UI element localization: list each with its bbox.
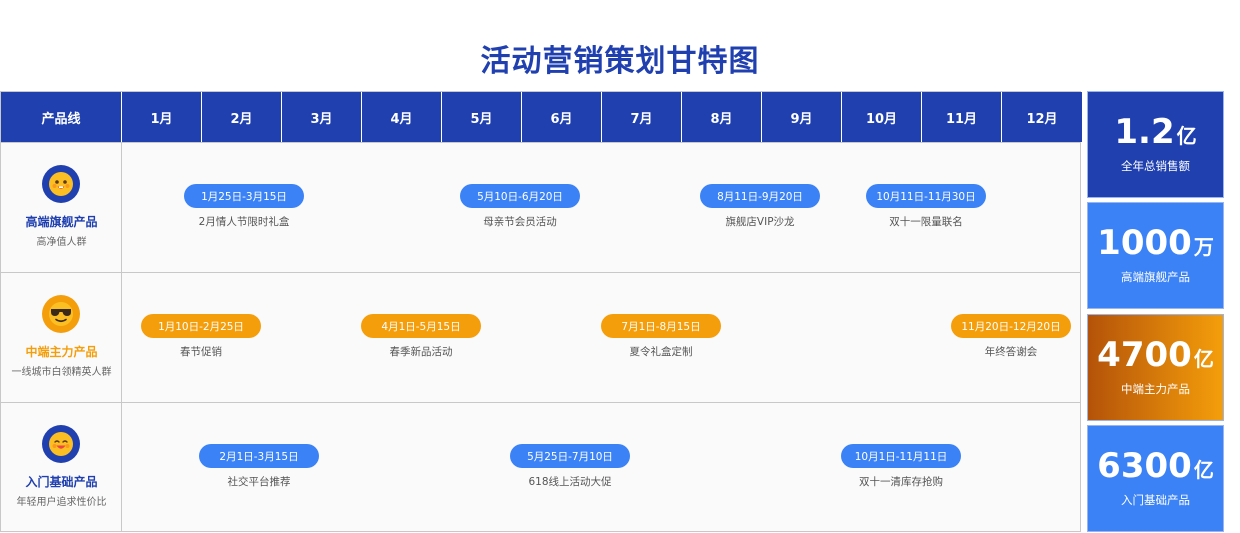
activity-name: 年终答谢会: [984, 346, 1038, 358]
activity-bar[interactable]: 8月11日-9月20日: [700, 184, 820, 208]
product-name: 高端旗舰产品: [25, 215, 98, 229]
gantt-header: 产品线 1月 2月 3月 4月 5月 6月 7月 8月 9月 10月 11月 1…: [1, 92, 1082, 142]
activity-name: 旗舰店VIP沙龙: [725, 216, 795, 228]
gantt-chart: 产品线 1月 2月 3月 4月 5月 6月 7月 8月 9月 10月 11月 1…: [0, 91, 1082, 532]
header-month: 1月: [122, 92, 202, 142]
header-month: 4月: [362, 92, 442, 142]
header-month: 12月: [1026, 111, 1058, 127]
activity-bar[interactable]: 5月25日-7月10日: [510, 444, 630, 468]
activity-bar[interactable]: 2月1日-3月15日: [199, 444, 319, 468]
activity-bar[interactable]: 1月25日-3月15日: [184, 184, 304, 208]
activity-name: 618线上活动大促: [528, 476, 612, 488]
stat-label: 高端旗舰产品: [1121, 270, 1190, 284]
header-month: 6月: [522, 92, 602, 142]
activity-name: 母亲节会员活动: [483, 216, 557, 228]
smiling-face-icon: [42, 165, 80, 203]
activity-name: 社交平台推荐: [227, 476, 291, 488]
activity-name: 春节促销: [180, 346, 222, 358]
stat-label: 入门基础产品: [1121, 493, 1190, 507]
activity-bar[interactable]: 4月1日-5月15日: [361, 314, 481, 338]
stat-label: 全年总销售额: [1121, 159, 1190, 173]
activity-bar[interactable]: 1月10日-2月25日: [141, 314, 261, 338]
gantt-row-entry: 入门基础产品 年轻用户追求性价比 2月1日-3月15日 社交平台推荐 5月25日…: [1, 402, 1081, 532]
header-month: 5月: [442, 92, 522, 142]
product-audience: 高净值人群: [36, 237, 87, 248]
activity-bar[interactable]: 7月1日-8月15日: [601, 314, 721, 338]
header-month: 9月: [762, 92, 842, 142]
activity-name: 双十一限量联名: [889, 216, 963, 228]
header-month: 2月: [202, 92, 282, 142]
product-name: 入门基础产品: [25, 475, 98, 489]
stat-label: 中端主力产品: [1121, 382, 1190, 396]
activity-bar[interactable]: 10月11日-11月30日: [866, 184, 986, 208]
activity-bar[interactable]: 10月1日-11月11日: [841, 444, 961, 468]
sunglasses-face-icon: [42, 295, 80, 333]
header-month: 11月: [922, 92, 1002, 142]
row-label: 高端旗舰产品 高净值人群: [1, 143, 122, 272]
gantt-row-premium: 高端旗舰产品 高净值人群 1月25日-3月15日 2月情人节限时礼盒 5月10日…: [1, 142, 1081, 272]
laughing-face-icon: [42, 425, 80, 463]
chart-title: 活动营销策划甘特图: [480, 44, 760, 79]
product-audience: 年轻用户追求性价比: [16, 497, 107, 508]
header-month: 3月: [282, 92, 362, 142]
row-label: 中端主力产品 一线城市白领精英人群: [1, 273, 122, 402]
activity-name: 双十一清库存抢购: [859, 476, 943, 488]
activity-bar[interactable]: 5月10日-6月20日: [460, 184, 580, 208]
activity-name: 夏令礼盒定制: [629, 346, 693, 358]
header-month: 7月: [602, 92, 682, 142]
gantt-row-midrange: 中端主力产品 一线城市白领精英人群 1月10日-2月25日 春节促销 4月1日-…: [1, 272, 1081, 402]
row-label: 入门基础产品 年轻用户追求性价比: [1, 403, 122, 532]
product-audience: 一线城市白领精英人群: [11, 367, 112, 378]
activity-name: 2月情人节限时礼盒: [198, 216, 290, 228]
product-name: 中端主力产品: [25, 345, 98, 359]
header-month: 10月: [842, 92, 922, 142]
activity-name: 春季新品活动: [389, 346, 453, 358]
header-product-line: 产品线: [1, 92, 122, 142]
header-month: 8月: [682, 92, 762, 142]
activity-bar[interactable]: 11月20日-12月20日: [951, 314, 1071, 338]
